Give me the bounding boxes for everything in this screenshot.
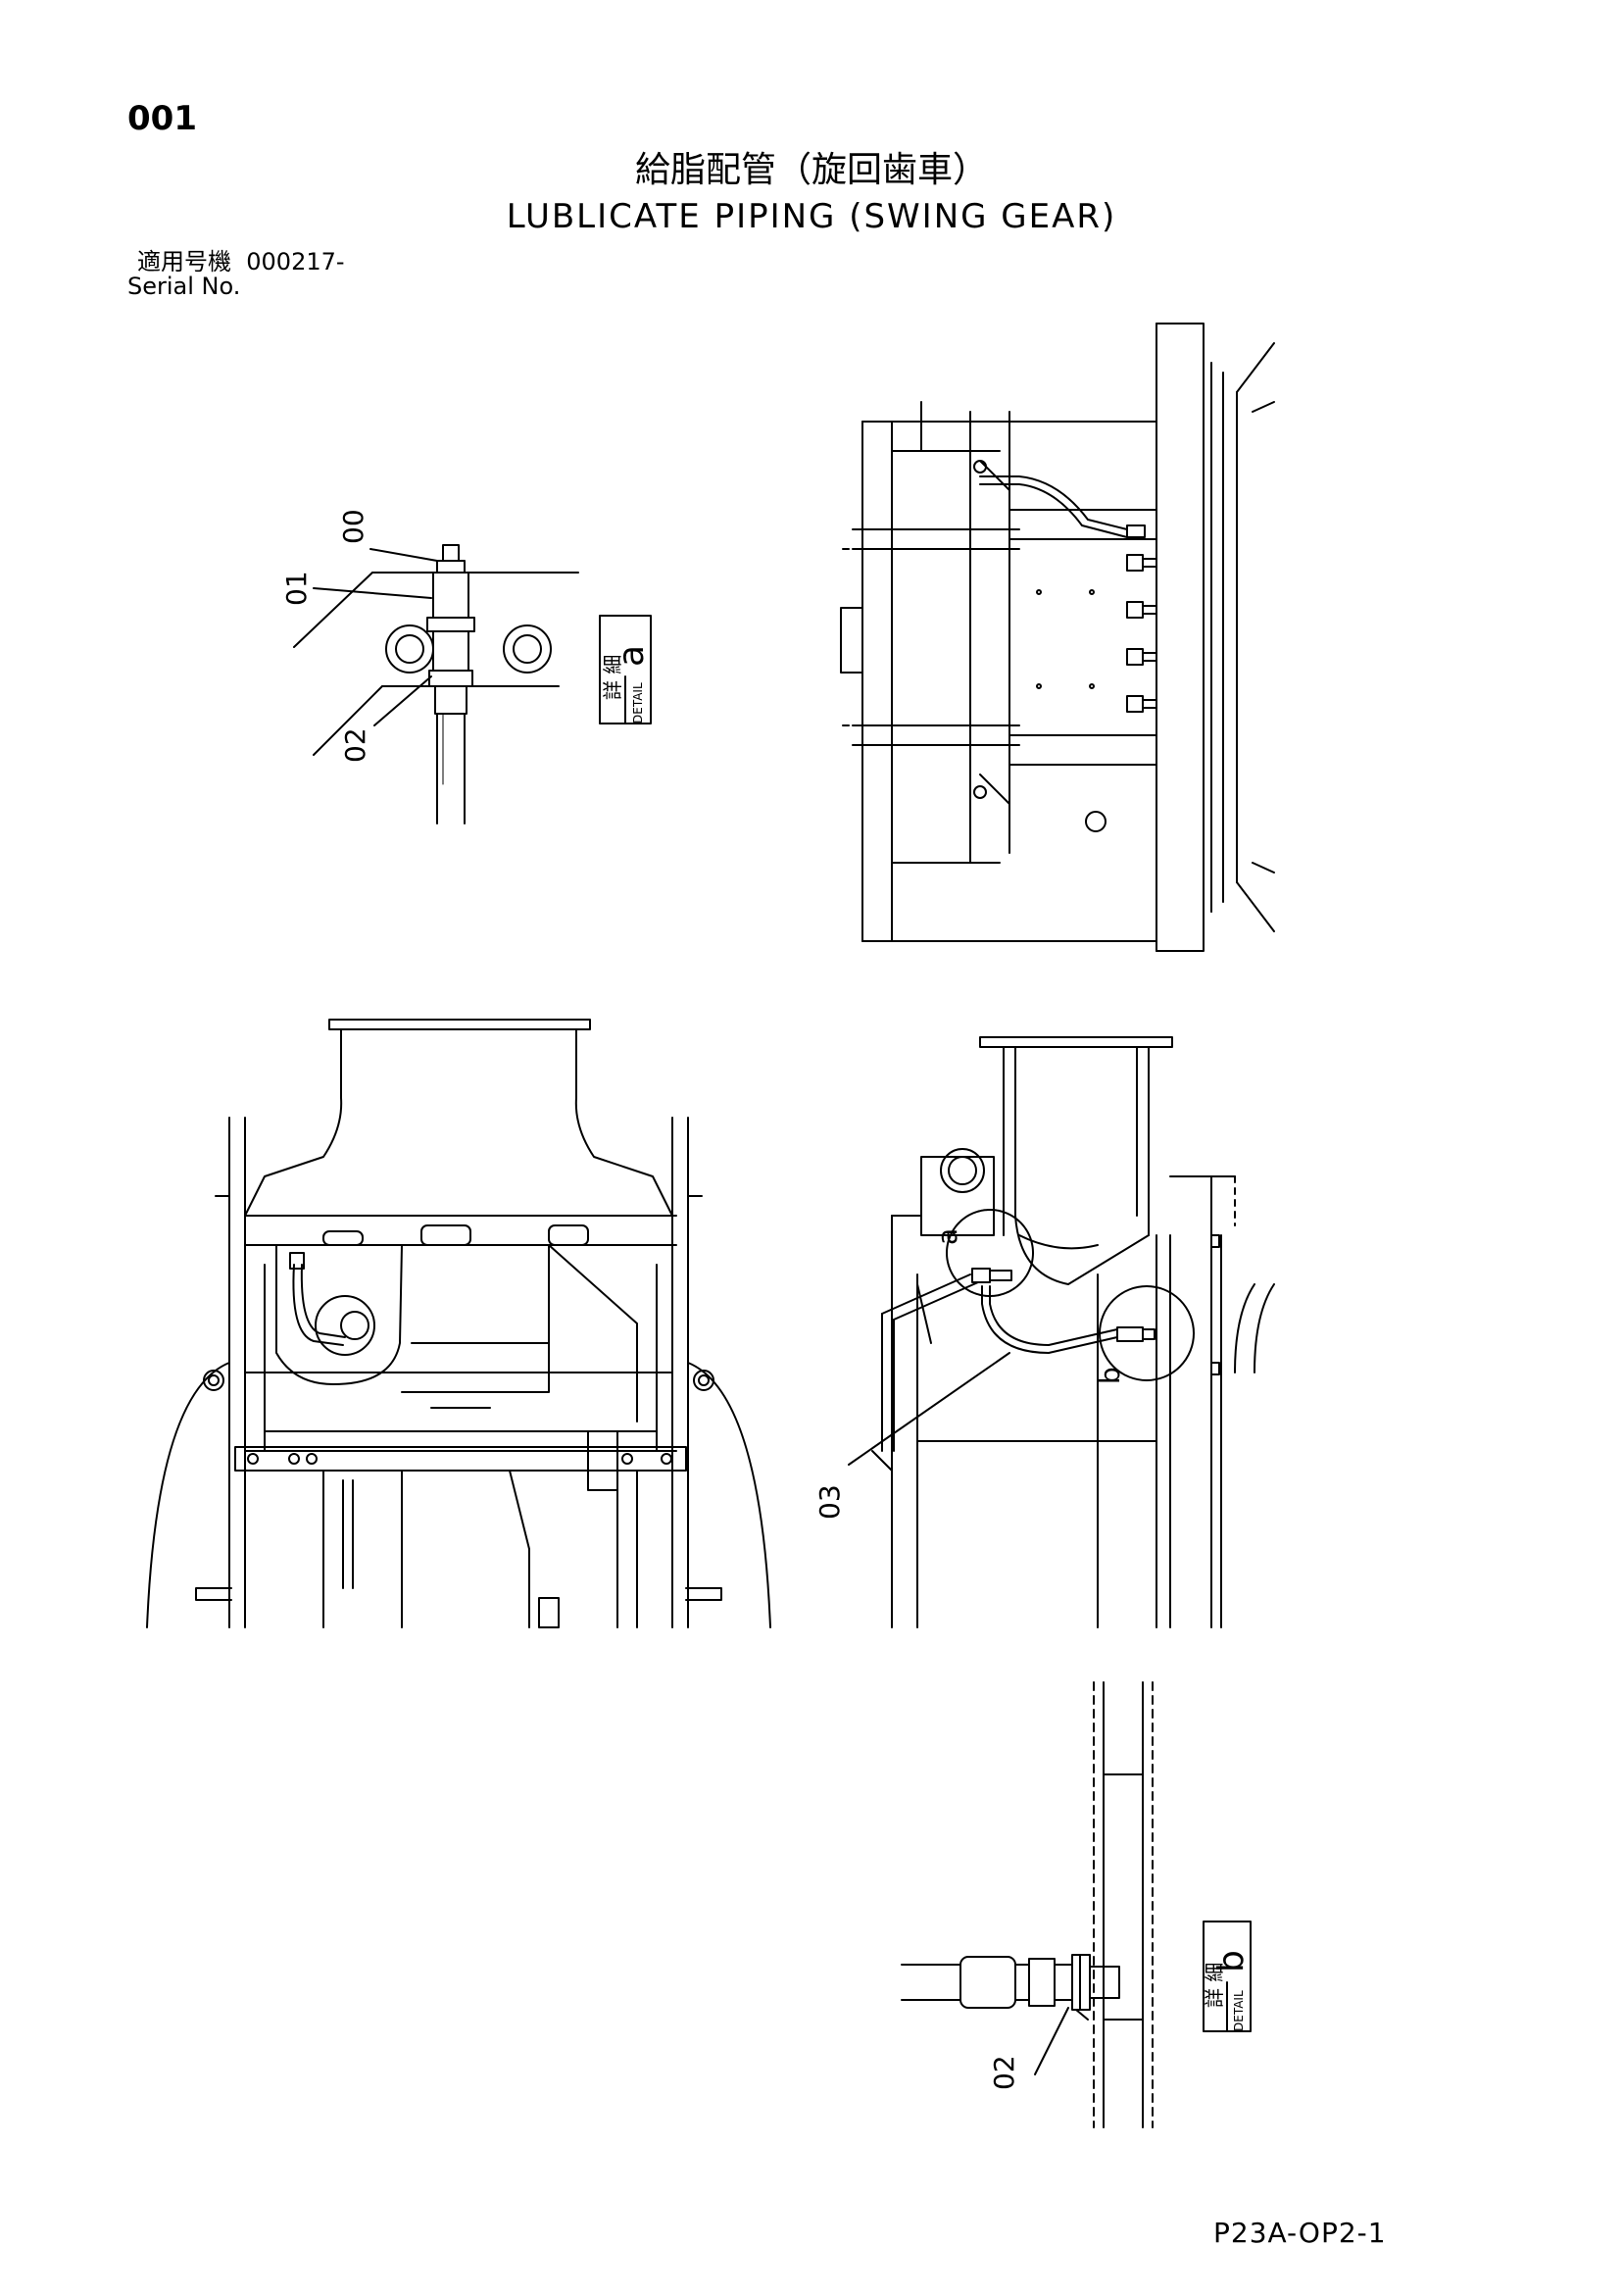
callout-02-b: 02 [988,2055,1020,2090]
detail-b-box: 詳 細 DETAIL b [1203,1921,1252,2032]
serial-value: 000217- [246,248,345,275]
side-view-lower [848,1036,1275,1628]
detail-a-view [293,544,579,824]
callout-00: 00 [337,509,369,544]
detail-b-en: DETAIL [1232,1990,1246,2031]
callout-02-a: 02 [339,727,371,763]
detail-b-view [901,1681,1154,2128]
page-number: 001 [127,99,197,138]
document-reference: P23A-OP2-1 [1213,2217,1387,2249]
serial-label-jp: 適用号機 [137,248,231,275]
detail-b-letter: b [1211,1950,1252,1972]
plan-view-frame [146,1019,771,1628]
title-english: LUBLICATE PIPING (SWING GEAR) [506,197,1117,236]
ref-a: a [931,1228,963,1245]
detail-b-jp: 詳 細 [1203,1963,1226,2008]
callout-03: 03 [813,1484,846,1520]
callout-01: 01 [280,571,313,606]
side-elevation-upper [840,323,1275,952]
detail-a-box: 詳 細 DETAIL a [599,615,652,724]
ref-b: b [1094,1367,1126,1384]
detail-a-jp: 詳 細 [601,655,624,700]
title-japanese: 給脂配管（旋回歯車） [634,150,988,190]
detail-a-letter: a [612,645,652,667]
serial-label-english: Serial No. [127,273,241,300]
detail-a-en: DETAIL [631,682,645,724]
serial-label-japanese: 適用号機 000217- [137,250,345,274]
